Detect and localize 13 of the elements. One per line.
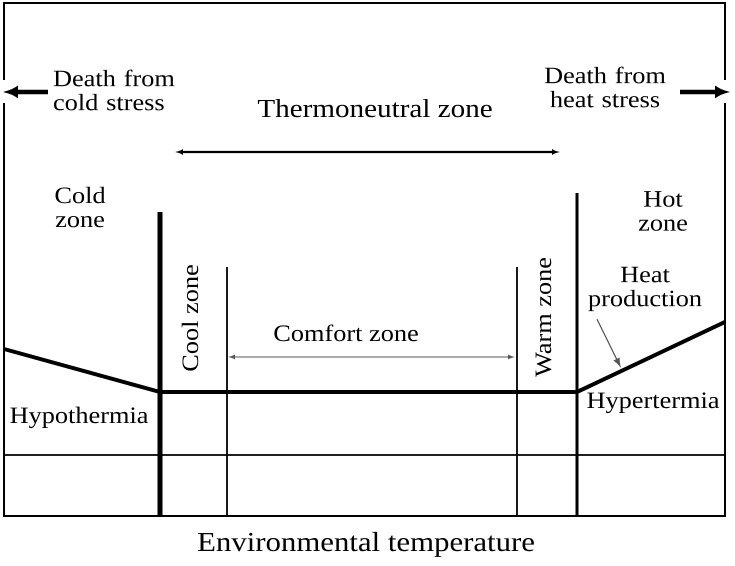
annotation-text: Death from heat stress xyxy=(544,66,666,108)
leader-line xyxy=(596,318,620,366)
callout-text: Heat production xyxy=(588,266,702,312)
zone-label: Warm zone xyxy=(536,258,552,377)
zone-label: Comfort zone xyxy=(274,324,418,342)
axis-label: Environmental temperature xyxy=(198,532,534,557)
condition-label: Hypertermia xyxy=(587,392,720,414)
zone-label: Cold zone xyxy=(56,186,106,228)
annotation-text: Death from cold stress xyxy=(54,70,174,110)
zone-label: Cool zone xyxy=(182,265,198,371)
zone-label: Thermoneutral zone xyxy=(258,98,492,118)
condition-label: Hypothermia xyxy=(10,406,148,428)
zone-label: Hot zone xyxy=(638,191,687,231)
